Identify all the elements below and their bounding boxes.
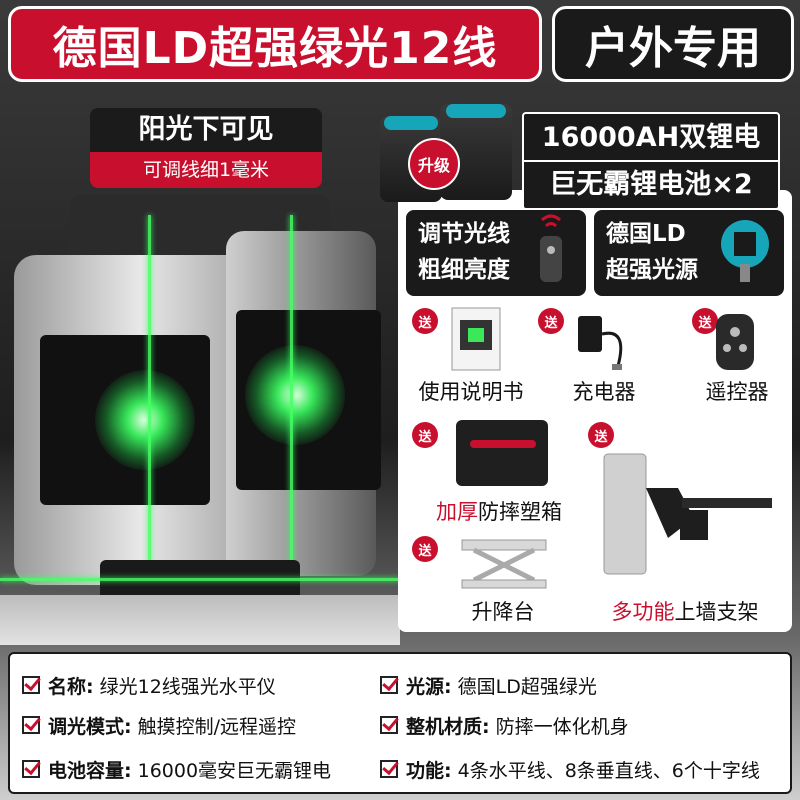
laser-glow xyxy=(245,345,345,445)
gift-label-charger: 充电器 xyxy=(572,380,636,404)
sunlight-badge: 阳光下可见 可调线细1毫米 xyxy=(90,108,322,188)
spec-row: 调光模式:触摸控制/远程遥控 xyxy=(22,708,296,742)
check-icon xyxy=(22,716,40,734)
spec-row: 整机材质:防摔一体化机身 xyxy=(380,708,629,742)
check-icon xyxy=(380,760,398,778)
gift-label-case-text: 防摔塑箱 xyxy=(478,500,562,524)
manual-icon xyxy=(451,307,501,371)
check-icon xyxy=(22,760,40,778)
charger-icon xyxy=(578,316,623,370)
laser-beam-vertical xyxy=(148,215,151,595)
spec-value: 绿光12线强光水平仪 xyxy=(99,675,276,698)
send-badge: 送 xyxy=(692,308,718,334)
gift-label-bracket-text: 上墙支架 xyxy=(674,600,759,624)
battery-info-box: 16000AH双锂电 巨无霸锂电池×2 xyxy=(522,112,780,210)
feature-source-box: 德国LD 超强光源 xyxy=(594,210,784,296)
laser-beam-vertical xyxy=(290,215,293,595)
gift-label-lift: 升降台 xyxy=(471,600,535,624)
remote-signal-icon xyxy=(540,214,562,282)
check-icon xyxy=(22,676,40,694)
sunlight-text: 阳光下可见 xyxy=(138,114,274,145)
battery-type-text: 巨无霸锂电池×2 xyxy=(549,169,753,200)
spec-key: 电池容量: xyxy=(48,759,132,782)
feature-adjust-line1: 调节光线 xyxy=(418,221,510,247)
spec-row: 名称:绿光12线强光水平仪 xyxy=(22,668,276,702)
spec-panel xyxy=(8,652,792,794)
wall-bracket-icon xyxy=(603,453,772,575)
gift-label-manual: 使用说明书 xyxy=(418,380,524,404)
outdoor-banner: 户外专用 xyxy=(552,6,794,82)
spec-row: 功能:4条水平线、8条垂直线、6个十字线 xyxy=(380,752,760,786)
ld-chip-icon xyxy=(721,220,769,282)
gift-label-case: 加厚防摔塑箱 xyxy=(414,496,584,526)
carry-case-latch xyxy=(470,440,536,448)
title-text: 德国LD超强绿光12线 xyxy=(52,23,498,74)
carry-case-icon xyxy=(456,420,548,486)
send-badge: 送 xyxy=(538,308,564,334)
feature-adjust-line2: 粗细亮度 xyxy=(418,257,510,283)
spec-row: 光源:德国LD超强绿光 xyxy=(380,668,597,702)
send-badge: 送 xyxy=(412,536,438,562)
spec-value: 触摸控制/远程遥控 xyxy=(137,715,297,738)
spec-key: 调光模式: xyxy=(48,715,132,738)
gift-label-remote: 遥控器 xyxy=(705,380,769,404)
check-icon xyxy=(380,716,398,734)
feature-source-line2: 超强光源 xyxy=(606,257,698,283)
spec-value: 4条水平线、8条垂直线、6个十字线 xyxy=(457,759,760,782)
outdoor-text: 户外专用 xyxy=(585,23,761,74)
feature-source-line1: 德国LD xyxy=(606,221,686,247)
gift-label-bracket: 多功能上墙支架 xyxy=(590,596,780,626)
send-badge: 送 xyxy=(412,422,438,448)
battery-cap xyxy=(446,104,506,118)
table-surface xyxy=(0,595,400,645)
battery-capacity-text: 16000AH双锂电 xyxy=(524,114,778,162)
lift-platform-icon xyxy=(461,539,547,589)
spec-value: 防摔一体化机身 xyxy=(495,715,629,738)
spec-key: 整机材质: xyxy=(406,715,490,738)
spec-key: 名称: xyxy=(48,675,94,698)
laser-level-product xyxy=(0,195,400,615)
battery-cap xyxy=(384,116,438,130)
send-badge: 送 xyxy=(412,308,438,334)
spec-key: 光源: xyxy=(406,675,452,698)
check-icon xyxy=(380,676,398,694)
laser-glow xyxy=(95,370,195,470)
remote-control-icon xyxy=(716,314,754,370)
send-badge: 送 xyxy=(588,422,614,448)
upgrade-badge: 升级 xyxy=(408,138,460,190)
gift-label-bracket-highlight: 多功能 xyxy=(611,600,675,624)
laser-beam-horizontal xyxy=(0,578,400,581)
spec-value: 16000毫安巨无霸锂电 xyxy=(137,759,332,782)
spec-value: 德国LD超强绿光 xyxy=(457,675,597,698)
gift-label-case-highlight: 加厚 xyxy=(436,500,478,524)
spec-key: 功能: xyxy=(406,759,452,782)
spec-row: 电池容量:16000毫安巨无霸锂电 xyxy=(22,752,331,786)
line-width-text: 可调线细1毫米 xyxy=(90,152,322,188)
title-banner: 德国LD超强绿光12线 xyxy=(8,6,542,82)
